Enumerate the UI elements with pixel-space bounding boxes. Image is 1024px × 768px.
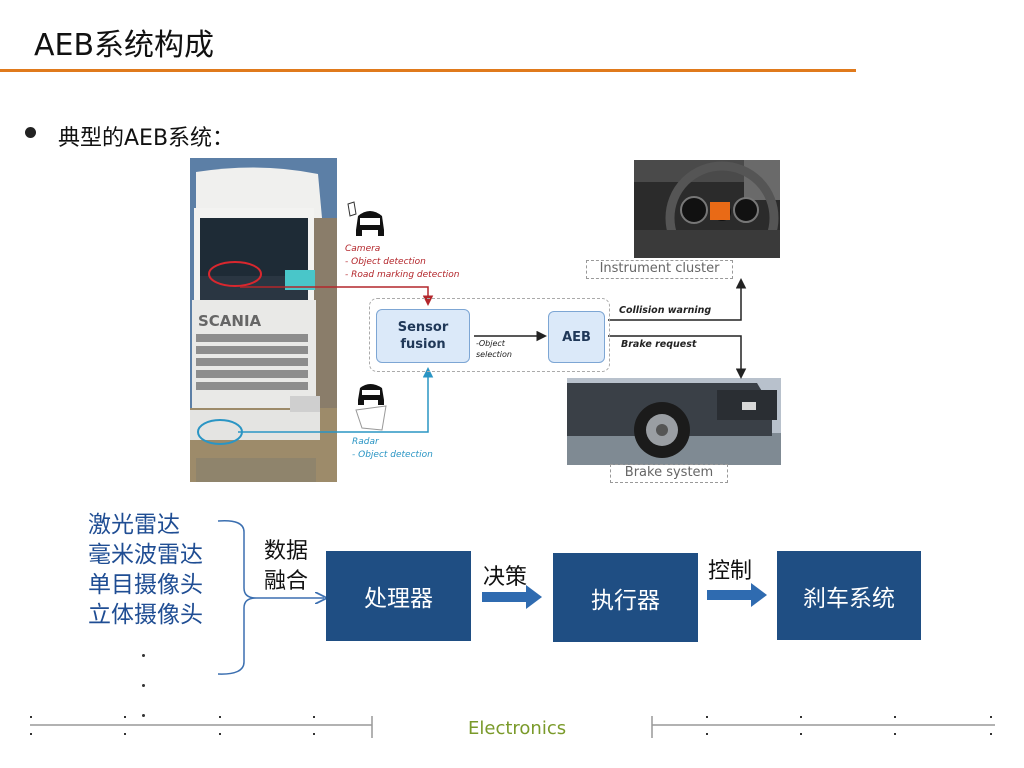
truck-brand-logo: SCANIA — [198, 312, 262, 330]
sensor-fusion-line-1: Sensor — [397, 320, 449, 335]
aeb-node: AEB — [548, 311, 605, 363]
decision-label: 决策 — [483, 565, 528, 590]
camera-car-icon — [347, 201, 384, 236]
object-selection-line-2: selection — [476, 350, 512, 359]
slide-title: AEB系统构成 — [34, 28, 215, 63]
camera-item-object: - Object detection — [345, 257, 426, 267]
source-mono-camera: 单目摄像头 — [88, 572, 203, 598]
actuator-box: 执行器 — [553, 553, 698, 642]
source-stereo-camera: 立体摄像头 — [88, 602, 203, 628]
control-arrow-icon — [707, 583, 767, 607]
brake-system-box: 刹车系统 — [777, 551, 921, 640]
truck-front-photo: SCANIA — [190, 158, 337, 482]
ellipsis-dot — [142, 684, 145, 687]
data-fusion-label: 数据 融合 — [264, 537, 308, 597]
ellipsis-dot — [142, 654, 145, 657]
object-selection-label: -Object selection — [476, 338, 512, 360]
sensor-fusion-line-2: fusion — [400, 337, 446, 352]
bullet-icon — [25, 127, 36, 138]
sensor-source-list: 激光雷达 毫米波雷达 单目摄像头 立体摄像头 — [88, 510, 203, 630]
brake-request-label: Brake request — [621, 339, 697, 350]
footer-label: Electronics — [468, 718, 567, 739]
ellipsis-dot — [142, 714, 145, 717]
radar-item-object: - Object detection — [352, 450, 433, 460]
data-fusion-line-1: 数据 — [264, 539, 309, 564]
brake-system-photo — [567, 378, 781, 465]
sensor-fusion-area — [369, 298, 610, 372]
control-label: 控制 — [708, 559, 753, 584]
bullet-text: 典型的AEB系统： — [58, 126, 235, 151]
radar-label: Radar — [352, 437, 379, 447]
data-fusion-line-2: 融合 — [264, 569, 309, 594]
brake-system-caption: Brake system — [610, 464, 728, 483]
collision-warning-label: Collision warning — [619, 305, 712, 316]
camera-item-road: - Road marking detection — [345, 270, 460, 280]
title-underline — [0, 69, 856, 72]
sensor-fusion-node: Sensor fusion — [376, 309, 470, 363]
camera-label: Camera — [345, 244, 381, 254]
instrument-cluster-photo — [634, 160, 780, 258]
source-mmwave-radar: 毫米波雷达 — [88, 542, 203, 568]
instrument-cluster-caption: Instrument cluster — [586, 260, 733, 279]
processor-box: 处理器 — [326, 551, 471, 641]
source-lidar: 激光雷达 — [88, 512, 180, 538]
decision-arrow-icon — [482, 585, 542, 609]
radar-car-icon — [355, 384, 387, 431]
object-selection-line-1: -Object — [476, 339, 505, 348]
